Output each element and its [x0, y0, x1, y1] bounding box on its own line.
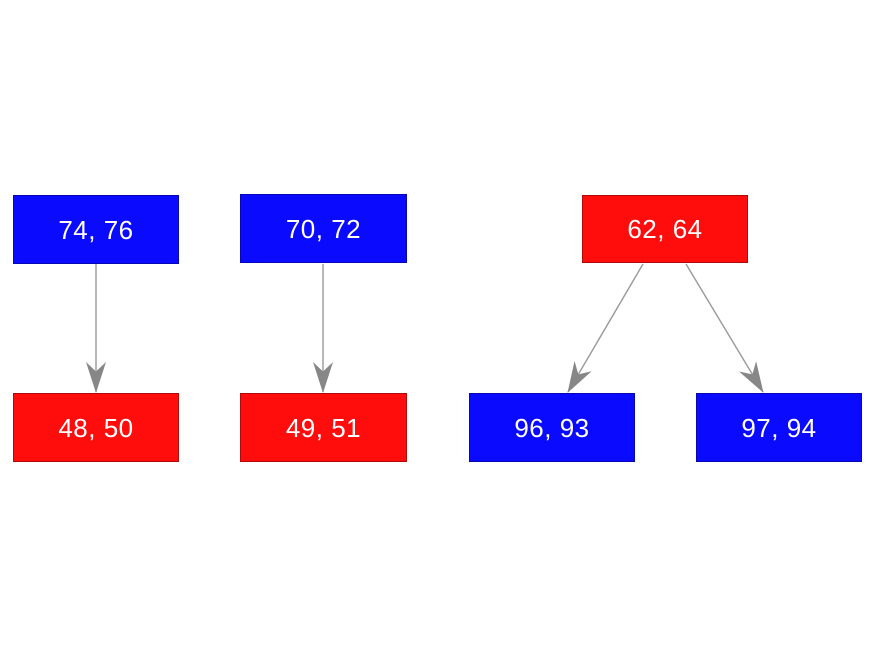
tree-node-48-50: 48, 50 [13, 393, 179, 462]
tree-node-62-64: 62, 64 [582, 195, 748, 263]
tree-node-96-93: 96, 93 [469, 393, 635, 462]
tree-node-70-72: 70, 72 [240, 194, 407, 263]
node-label: 97, 94 [741, 412, 817, 443]
tree-node-49-51: 49, 51 [240, 393, 407, 462]
edge-arrow [567, 263, 644, 393]
node-label: 48, 50 [58, 412, 134, 443]
edge-arrow [685, 263, 764, 393]
node-label: 62, 64 [627, 214, 703, 244]
tree-node-97-94: 97, 94 [696, 393, 862, 462]
node-label: 74, 76 [58, 214, 134, 245]
node-label: 49, 51 [285, 412, 362, 443]
node-label: 70, 72 [285, 213, 362, 244]
edges-group [86, 263, 764, 393]
tree-node-74-76: 74, 76 [13, 195, 179, 264]
node-label: 96, 93 [514, 412, 590, 443]
